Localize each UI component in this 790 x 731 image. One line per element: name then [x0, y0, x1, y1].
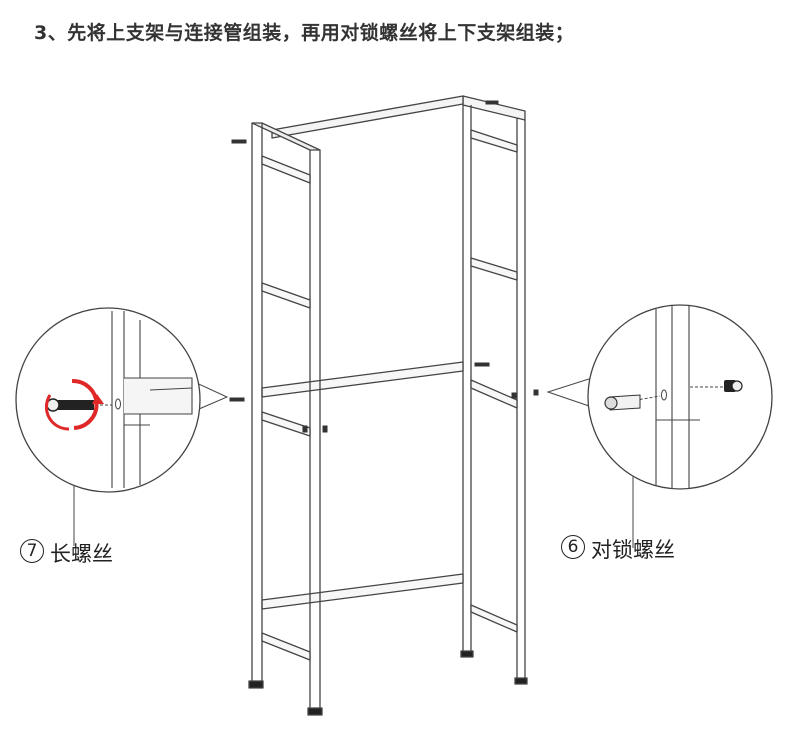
screws	[229, 100, 539, 433]
callout-text-lock-screw: 对锁螺丝	[591, 538, 675, 562]
front-left-frame	[248, 122, 323, 716]
top-connector-tube	[271, 95, 464, 139]
step-instruction-title: 3、先将上支架与连接管组装，再用对锁螺丝将上下支架组装；	[34, 22, 575, 44]
zoom-detail-lock-screw	[587, 304, 773, 490]
middle-connector-tube	[261, 361, 464, 398]
zoom-detail-long-screw	[15, 307, 201, 493]
bottom-connector-tube	[261, 573, 464, 610]
callout-text-long-screw: 长螺丝	[50, 542, 113, 566]
callout-number-7: 7	[20, 539, 44, 563]
callout-number-6: 6	[561, 535, 585, 559]
back-right-frame	[460, 95, 528, 685]
